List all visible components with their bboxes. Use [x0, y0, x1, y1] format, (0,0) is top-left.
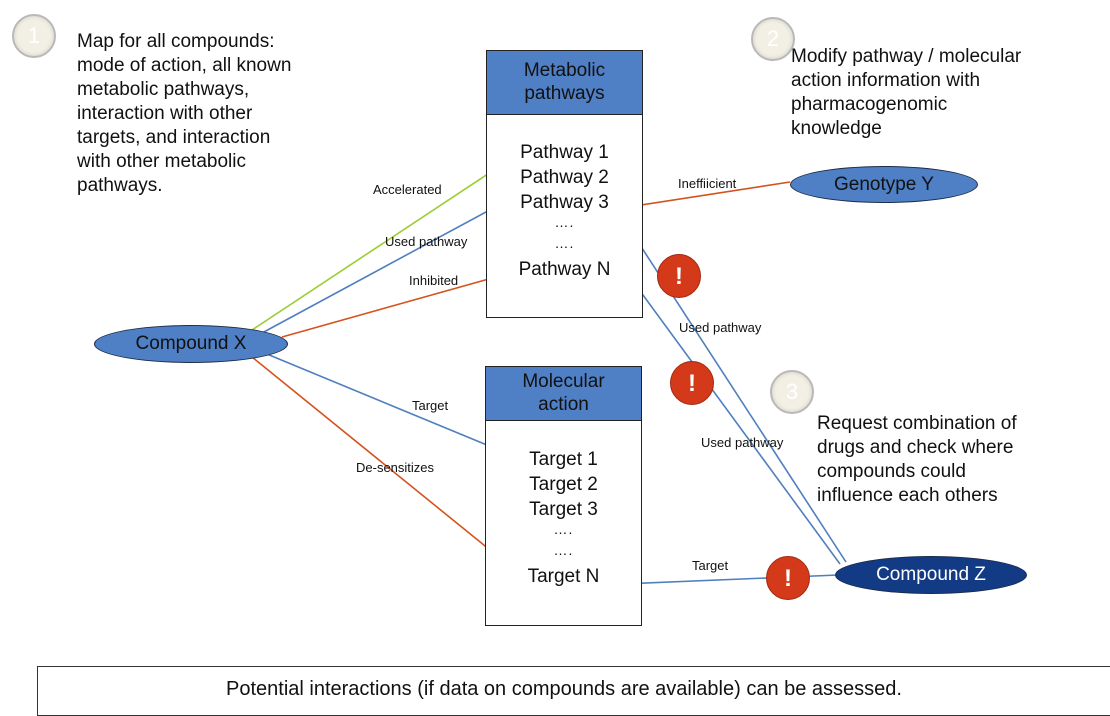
- metabolic-pathways-box: Metabolic pathways Pathway 1 Pathway 2 P…: [486, 50, 643, 318]
- interaction-alert-icon: !: [657, 254, 701, 298]
- genotype-y-node: Genotype Y: [790, 166, 978, 203]
- edge-label-used-pathway-z1: Used pathway: [679, 320, 762, 335]
- compound-x-node: Compound X: [94, 325, 288, 363]
- compound-z-node: Compound Z: [835, 556, 1027, 594]
- edge-label-target-z: Target: [692, 558, 729, 573]
- molecular-action-list: Target 1 Target 2 Target 3 …. …. Target …: [486, 447, 641, 589]
- molecular-action-title: Molecular action: [486, 367, 641, 421]
- metabolic-pathways-list: Pathway 1 Pathway 2 Pathway 3 …. …. Path…: [487, 140, 642, 282]
- edge-label-inefficient: Ineffiicient: [678, 176, 737, 191]
- pathway-ellipsis: ….: [554, 235, 575, 251]
- edge-desensitizes: [251, 356, 528, 581]
- footer-caption-box: Potential interactions (if data on compo…: [37, 666, 1110, 716]
- target-ellipsis: ….: [553, 521, 574, 537]
- step-3-circle: 3: [770, 370, 814, 414]
- edge-inefficient: [627, 181, 791, 211]
- edge-label-target-x: Target: [412, 398, 449, 413]
- pathway-item: Pathway N: [518, 259, 611, 280]
- edge-inhibited: [281, 270, 511, 338]
- target-item: Target N: [527, 566, 600, 587]
- edge-label-used-pathway-x: Used pathway: [385, 234, 468, 249]
- edge-target-x: [261, 351, 529, 464]
- target-item: Target 1: [529, 449, 598, 470]
- edge-label-accelerated: Accelerated: [373, 182, 442, 197]
- step-1-note: Map for all compounds: mode of action, a…: [77, 31, 292, 196]
- step-1-circle: 1: [12, 14, 56, 58]
- target-item: Target 3: [529, 499, 598, 520]
- step-3-note: Request combination of drugs and check w…: [817, 413, 1017, 506]
- pathway-item: Pathway 1: [520, 142, 609, 163]
- step-2-note: Modify pathway / molecular action inform…: [791, 46, 1022, 139]
- edge-label-inhibited: Inhibited: [409, 273, 459, 288]
- edge-label-desensitizes: De-sensitizes: [356, 460, 435, 475]
- interaction-alert-icon: !: [670, 361, 714, 405]
- edge-used-pathway-x: [261, 198, 511, 334]
- metabolic-pathways-title: Metabolic pathways: [487, 51, 642, 115]
- molecular-action-box: Molecular action Target 1 Target 2 Targe…: [485, 366, 642, 626]
- step-2-circle: 2: [751, 17, 795, 61]
- edge-label-used-pathway-z2: Used pathway: [701, 435, 784, 450]
- footer-caption: Potential interactions (if data on compo…: [226, 678, 902, 700]
- pathway-item: Pathway 3: [520, 192, 609, 213]
- edge-used-pathway-z1: [611, 201, 847, 563]
- target-ellipsis: ….: [553, 542, 574, 558]
- target-item: Target 2: [529, 474, 598, 495]
- pathway-ellipsis: ….: [554, 214, 575, 230]
- interaction-alert-icon: !: [766, 556, 810, 600]
- edge-used-pathway-z2: [631, 279, 841, 565]
- pathway-item: Pathway 2: [520, 167, 609, 188]
- edge-accelerated: [251, 157, 513, 331]
